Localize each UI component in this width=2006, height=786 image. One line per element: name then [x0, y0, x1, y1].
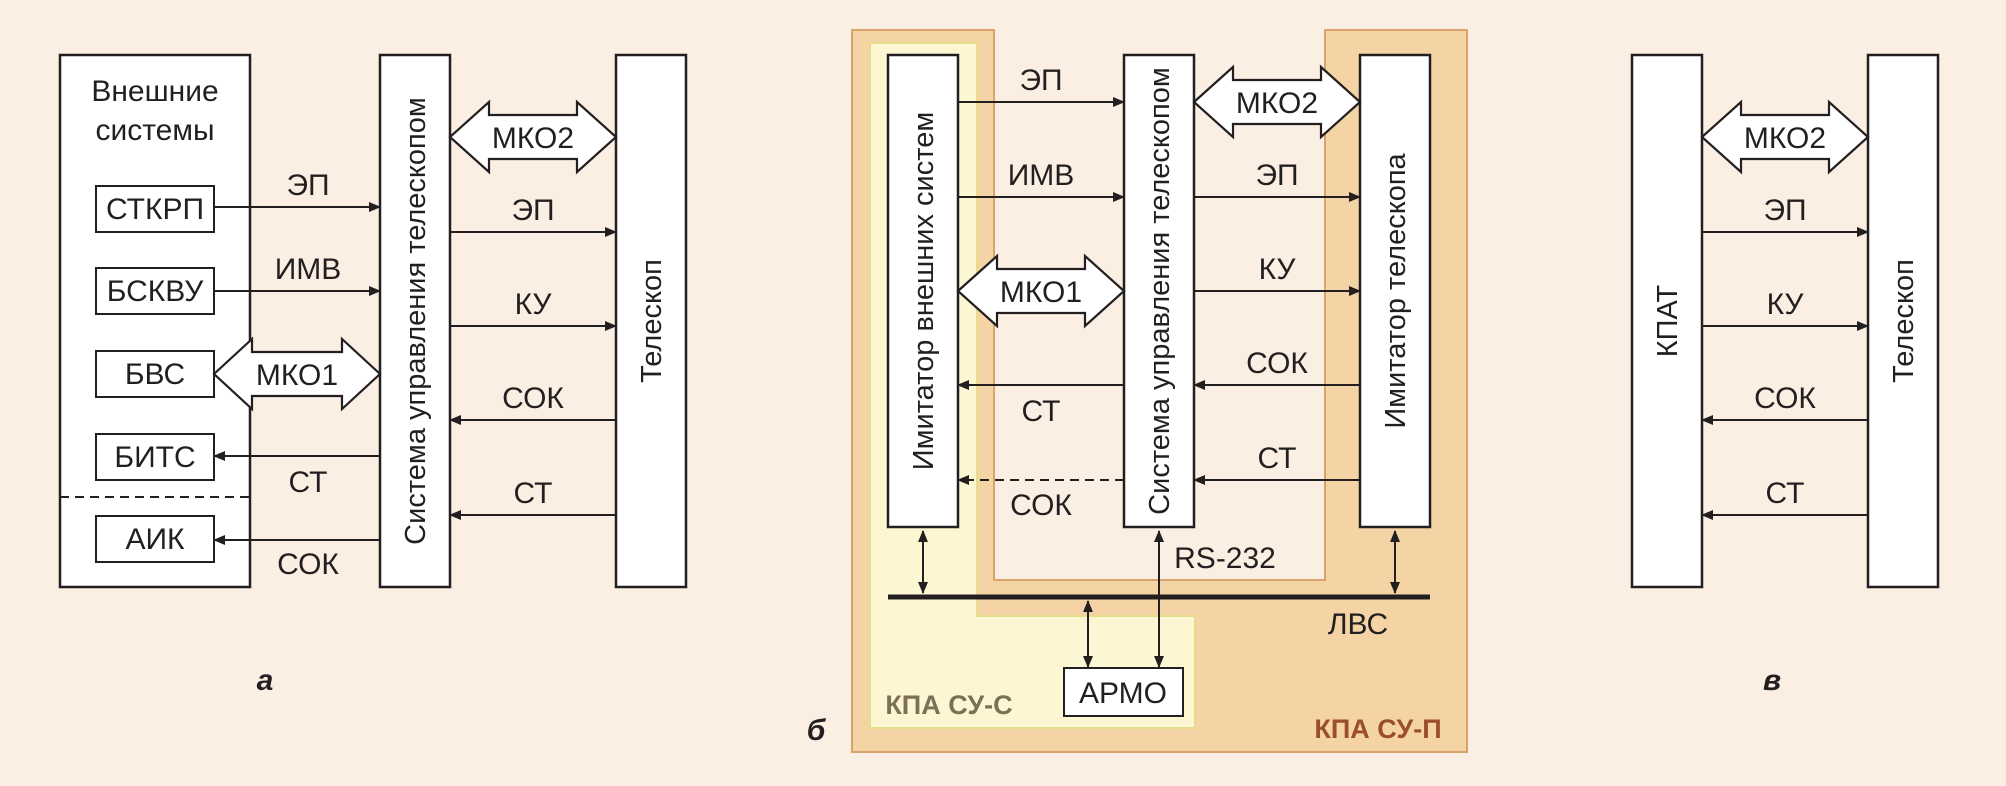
- link-sok-a-right-label: СОК: [502, 382, 564, 415]
- bus-mko2-a-label: МКО2: [492, 122, 574, 155]
- subsystem-stkrp-label: СТКРП: [106, 193, 204, 226]
- bus-mko2-a: [448, 99, 618, 175]
- caption-b: б: [807, 714, 827, 747]
- telescope-block: [614, 53, 688, 589]
- link-sok-b-left-label: СОК: [1010, 489, 1072, 522]
- bus-mko2-c-label: МКО2: [1744, 122, 1826, 155]
- link-st-a-right-label: СТ: [514, 477, 553, 510]
- link-sok-c-label: СОК: [1754, 382, 1816, 415]
- bus-mko2-c: [1700, 99, 1870, 175]
- lan-label: ЛВС: [1328, 608, 1388, 641]
- imitator-ext-label: Имитатор внешних систем: [908, 112, 940, 471]
- panel-a: Внешние системы СТКРП БСКВУ БВС БИТС АИК…: [58, 53, 688, 697]
- link-imv-a-label: ИМВ: [275, 253, 342, 286]
- link-st-c-label: СТ: [1766, 477, 1805, 510]
- control-system-b-block: [1122, 53, 1196, 529]
- subsystem-bits: [95, 433, 215, 481]
- bus-mko1-a: [212, 336, 382, 412]
- bus-mko1-b: [956, 253, 1126, 329]
- link-imv-b-label: ИМВ: [1008, 159, 1075, 192]
- external-systems-title-1: Внешние: [91, 75, 218, 108]
- caption-c: в: [1763, 664, 1781, 697]
- telescope-c-block: [1866, 53, 1940, 589]
- armo-block: [1063, 667, 1184, 717]
- link-ku-a-label: КУ: [515, 288, 553, 321]
- bus-mko1-b-label: МКО1: [1000, 276, 1082, 309]
- link-st-b-left-label: СТ: [1022, 395, 1061, 428]
- subsystem-bits-label: БИТС: [114, 441, 195, 474]
- caption-a: а: [257, 664, 274, 697]
- control-system-label: Система управления телескопом: [400, 97, 432, 545]
- subsystem-bskvu: [95, 267, 215, 315]
- panel-c: КПАТ Телескоп МКО2 ЭП КУ СОК СТ в: [1630, 53, 1940, 697]
- link-st-a-left-label: СТ: [289, 466, 328, 499]
- link-ep-c-label: ЭП: [1763, 194, 1806, 227]
- imitator-tel-block: [1358, 53, 1432, 529]
- subsystem-bvs-label: БВС: [125, 358, 185, 391]
- panel-b: Имитатор внешних систем Система управлен…: [807, 29, 1468, 753]
- link-ku-c-label: КУ: [1767, 288, 1805, 321]
- control-system-block: [378, 53, 452, 589]
- subsystem-stkrp: [95, 185, 215, 233]
- link-st-b-right-label: СТ: [1258, 442, 1297, 475]
- external-systems-title-2: системы: [95, 114, 214, 147]
- armo-label: АРМО: [1079, 677, 1167, 710]
- link-sok-b-right-label: СОК: [1246, 347, 1308, 380]
- telescope-c-label: Телескоп: [1888, 259, 1920, 383]
- subsystem-bskvu-label: БСКВУ: [107, 275, 205, 308]
- rs232-label: RS-232: [1174, 542, 1276, 575]
- telescope-label: Телескоп: [636, 259, 668, 383]
- zone-kpa-su-s-label: КПА СУ-С: [885, 690, 1012, 720]
- imitator-tel-label: Имитатор телескопа: [1380, 152, 1412, 428]
- link-sok-a-left-label: СОК: [277, 548, 339, 581]
- bus-mko2-b-label: МКО2: [1236, 87, 1318, 120]
- zone-kpa-su-p-label: КПА СУ-П: [1314, 714, 1441, 744]
- link-ep-a-right-label: ЭП: [511, 194, 554, 227]
- link-ep-b-right-label: ЭП: [1255, 159, 1298, 192]
- bus-mko1-a-label: МКО1: [256, 359, 338, 392]
- subsystem-aik-label: АИК: [125, 523, 185, 556]
- bus-mko2-b: [1192, 64, 1362, 140]
- kpat-block: [1630, 53, 1704, 589]
- control-system-b-label: Система управления телескопом: [1144, 67, 1176, 515]
- link-ep-b-left-label: ЭП: [1019, 64, 1062, 97]
- link-ku-b-label: КУ: [1259, 253, 1297, 286]
- kpat-label: КПАТ: [1652, 284, 1684, 357]
- link-ep-a-left-label: ЭП: [286, 169, 329, 202]
- external-systems-block: [58, 53, 252, 589]
